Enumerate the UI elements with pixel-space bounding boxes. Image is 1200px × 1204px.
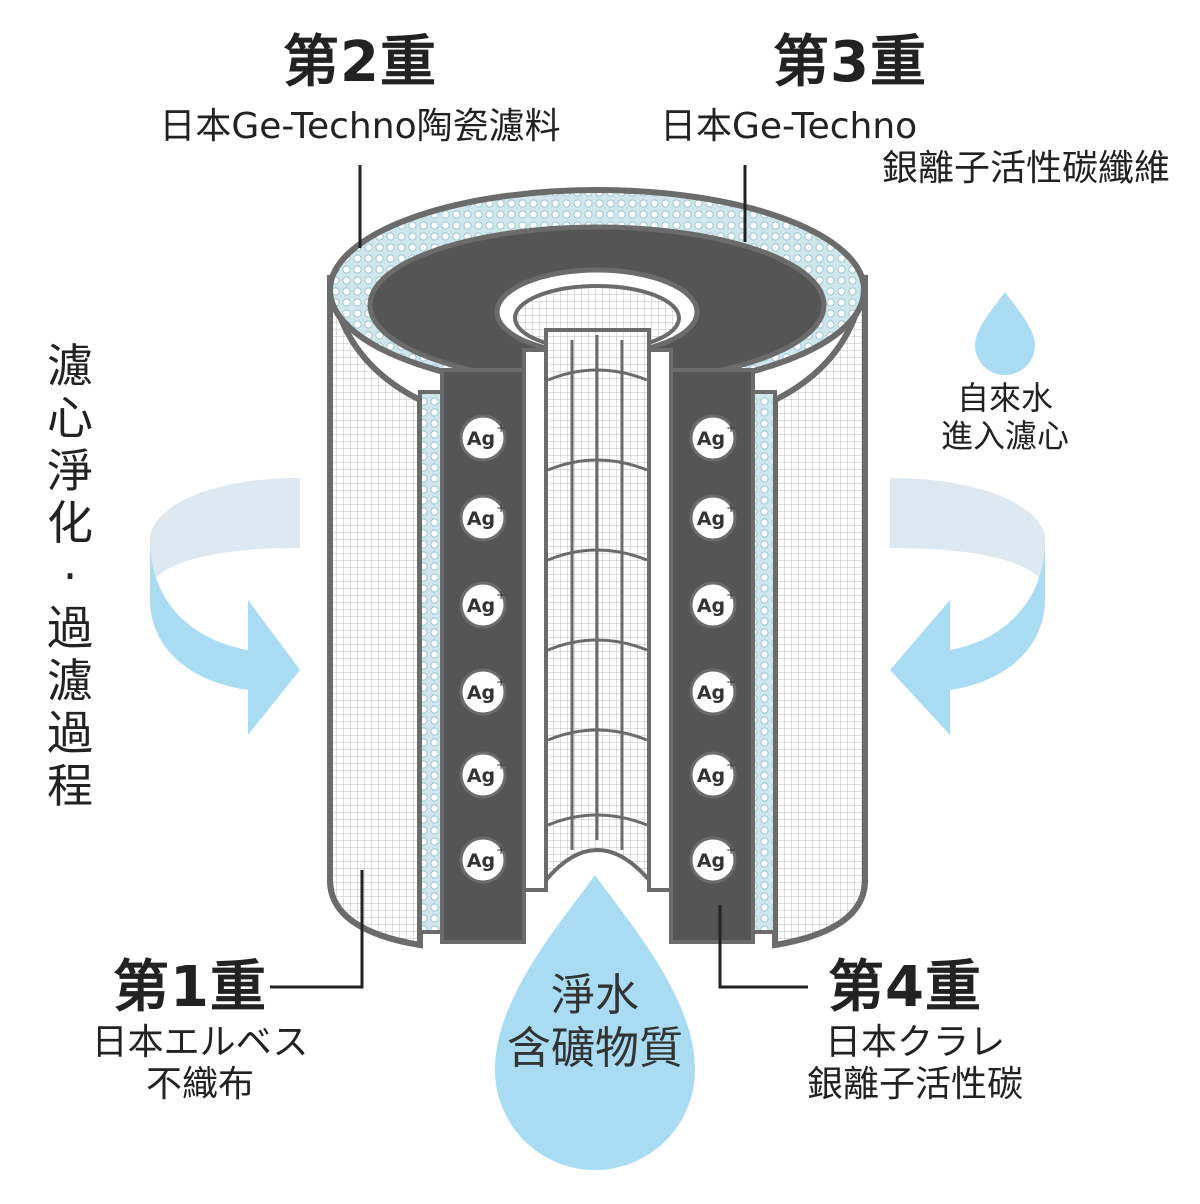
silver-ion-badge: Ag+ [459,414,507,462]
inflow-line: 進入濾心 [940,416,1069,455]
silver-ion-superscript: + [496,421,506,435]
silver-ion-superscript: + [726,758,736,772]
silver-ion-label: Ag [697,595,725,617]
silver-ion-label: Ag [697,428,725,450]
silver-ion-label: Ag [467,765,495,787]
process-title-char: 過 [47,706,93,761]
silver-ion-superscript: + [496,501,506,515]
silver-ion-badge: Ag+ [689,836,737,884]
process-title-char: 化 [47,496,93,551]
layer4-heading: 第4重 [828,955,982,1020]
process-title-char: 心 [47,391,93,446]
filter-cylinder [327,187,868,949]
process-title-char: 過 [47,601,93,656]
silver-ion-badge: Ag+ [459,494,507,542]
layer1-heading: 第1重 [113,955,267,1020]
silver-ion-superscript: + [496,675,506,689]
layer4-line: 日本クラレ [824,1022,1005,1063]
layer3-label: 第3重 [720,30,980,96]
silver-ion-label: Ag [467,850,495,872]
layer4-leader-line [718,905,808,989]
leader-lines [270,165,808,989]
process-title-char: 程 [47,758,93,813]
silver-ion-badge: Ag+ [689,751,737,799]
layer2-label: 第2重 [230,30,490,96]
layer3-line: 日本Ge-Techno [660,106,918,147]
purified-water-drop-icon [495,875,695,1170]
silver-ion-superscript: + [726,421,736,435]
layer3-line: 銀離子活性碳纖維 [881,148,1170,190]
silver-ion-badge: Ag+ [689,581,737,629]
silver-ion-label: Ag [697,765,725,787]
right-flow-arrow [890,478,1045,735]
layer3-description: 日本Ge-Techno 銀離子活性碳纖維 [655,106,1185,191]
inflow-line: 自來水 [956,379,1053,417]
output-line: 含礦物質 [507,1022,683,1074]
silver-ion-badge: Ag+ [459,581,507,629]
silver-ion-label: Ag [697,508,725,530]
silver-ion-badge: Ag+ [459,668,507,716]
silver-ion-badge: Ag+ [689,668,737,716]
layer3-heading: 第3重 [773,30,927,95]
layer4-line: 銀離子活性碳 [806,1064,1023,1106]
process-title-char: 濾 [47,653,93,708]
layer1-line: 不織布 [145,1064,254,1106]
process-title-char: 淨 [47,443,93,498]
silver-ion-label: Ag [467,595,495,617]
output-line: 淨水 [551,970,639,1021]
output-label: 淨水 含礦物質 [495,970,695,1076]
layer1-line: 日本エルベス [91,1022,309,1063]
inflow-label: 自來水 進入濾心 [915,379,1095,456]
silver-ion-badges: Ag+Ag+Ag+Ag+Ag+Ag+Ag+Ag+Ag+Ag+Ag+Ag+ [459,414,737,884]
silver-ion-badge: Ag+ [689,494,737,542]
layer1-leader-line [270,870,364,989]
silver-ion-badge: Ag+ [459,836,507,884]
layer2-description: 日本Ge-Techno陶瓷濾料 [100,106,620,148]
silver-ion-label: Ag [697,682,725,704]
layer4-description: 日本クラレ 銀離子活性碳 [770,1022,1060,1107]
silver-ion-label: Ag [467,682,495,704]
layer4-label: 第4重 [815,955,995,1021]
process-title: 濾 心 淨 化 · 過 濾 過 程 [40,340,100,812]
layer1-description: 日本エルベス 不織布 [50,1022,350,1107]
silver-ion-superscript: + [496,843,506,857]
layer1-label: 第1重 [100,955,280,1021]
silver-ion-label: Ag [697,850,725,872]
silver-ion-superscript: + [726,501,736,515]
silver-ion-label: Ag [467,428,495,450]
silver-ion-badge: Ag+ [689,414,737,462]
silver-ion-superscript: + [726,675,736,689]
silver-ion-superscript: + [726,843,736,857]
process-title-char: 濾 [47,339,93,393]
silver-ion-superscript: + [496,588,506,602]
layer2-line: 日本Ge-Techno陶瓷濾料 [159,106,561,147]
silver-ion-label: Ag [467,508,495,530]
silver-ion-superscript: + [496,758,506,772]
water-drop-icon [975,292,1035,375]
process-title-char: · [62,548,78,603]
layer2-heading: 第2重 [283,30,437,95]
left-flow-arrow [150,478,300,735]
silver-ion-badge: Ag+ [459,751,507,799]
silver-ion-superscript: + [726,588,736,602]
